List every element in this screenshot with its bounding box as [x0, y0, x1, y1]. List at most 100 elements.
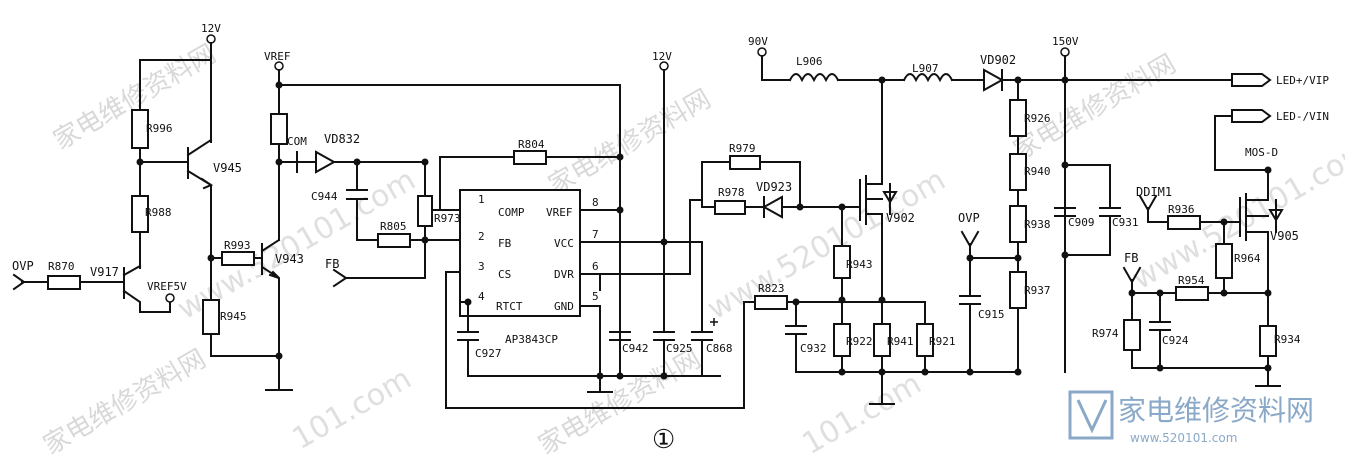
c932-label: C932 [800, 342, 827, 355]
watermark-text: 家电维修资料网 [1009, 49, 1182, 166]
c942-label: C942 [622, 342, 649, 355]
watermark-url: www.520101.com [1127, 132, 1345, 297]
site-logo: 家电维修资料网 www.520101.com [1068, 390, 1314, 445]
r804-label: R804 [518, 138, 545, 151]
ic-part-label: AP3843CP [505, 333, 558, 346]
r870-label: R870 [48, 260, 75, 273]
vref-comp-section: VREF COM VD832 C944 R805 R973 F [264, 50, 621, 341]
com-label: COM [287, 135, 307, 148]
r921-label: R921 [929, 335, 956, 348]
ic-pin1: COMP [498, 206, 525, 219]
ic-pin1-num: 1 [478, 193, 485, 206]
fb-right-label: FB [1124, 251, 1138, 265]
ic-pin2: FB [498, 237, 512, 250]
ic-pin4-num: 4 [478, 290, 485, 303]
fb-input-label: FB [325, 257, 339, 271]
v945-label: V945 [213, 161, 242, 175]
resistor-r804 [513, 150, 547, 165]
led-plus-connector [1231, 73, 1272, 87]
vd902-label: VD902 [980, 53, 1016, 67]
c927-label: C927 [475, 347, 502, 360]
ic-pin8: VREF [546, 206, 573, 219]
resistor-r973 [417, 195, 433, 227]
watermark-url: 101.com [797, 366, 928, 462]
r922-label: R922 [846, 335, 873, 348]
r996-label: R996 [146, 122, 173, 135]
r943-label: R943 [846, 258, 873, 271]
dimming-section: LED-/VIN MOS-D V905 DDIM1 R936 R964 FB [1092, 109, 1329, 387]
r823-label: R823 [758, 282, 785, 295]
vd923-label: VD923 [756, 180, 792, 194]
resistor-r978 [714, 200, 746, 215]
r964-label: R964 [1234, 252, 1261, 265]
r978-label: R978 [718, 186, 745, 199]
resistor-r936 [1167, 215, 1201, 230]
diode-vd923 [761, 195, 783, 219]
resistor-r870 [47, 275, 81, 290]
inductor-l907 [902, 73, 954, 83]
supply-150v-label: 150V [1052, 35, 1079, 48]
logo-url: www.520101.com [1130, 431, 1237, 445]
figure-number: ① [652, 425, 675, 455]
r934-label: R934 [1274, 333, 1301, 346]
ic-pin3: CS [498, 268, 511, 281]
resistor-r954 [1175, 286, 1209, 301]
watermark-url: 101.com [287, 361, 418, 457]
r941-label: R941 [887, 335, 914, 348]
resistor-r945 [202, 299, 220, 335]
v905-label: V905 [1270, 229, 1299, 243]
ic-body [459, 189, 581, 317]
r993-label: R993 [224, 239, 251, 252]
r805-label: R805 [380, 220, 407, 233]
inductor-l906 [788, 73, 840, 83]
r938-label: R938 [1024, 218, 1051, 231]
supply-12v-mid-label: 12V [652, 50, 672, 63]
v917-label: V917 [90, 265, 119, 279]
driver-section: R979 R978 VD923 V902 R943 R823 [701, 79, 1021, 405]
r945-label: R945 [220, 310, 247, 323]
r973-label: R973 [434, 212, 461, 225]
power-stage: 90V L906 L907 VD902 150V LED+/VIP R926 R… [748, 35, 1329, 376]
ic-pin4: RTCT [496, 300, 523, 313]
led-minus-connector [1231, 109, 1272, 123]
supply-12v-left-label: 12V [201, 22, 221, 35]
ic-pin5: GND [554, 300, 574, 313]
resistor-r823 [754, 295, 788, 310]
c924-label: C924 [1162, 334, 1189, 347]
logo-text: 家电维修资料网 [1118, 394, 1314, 427]
r974-label: R974 [1092, 327, 1119, 340]
watermark-text: 家电维修资料网 [544, 84, 717, 201]
r936-label: R936 [1168, 203, 1195, 216]
v902-label: V902 [886, 211, 915, 225]
supply-terminal [206, 34, 216, 44]
l906-label: L906 [796, 55, 823, 68]
resistor-r974 [1123, 319, 1141, 351]
c931-label: C931 [1112, 216, 1139, 229]
ic-pin5-num: 5 [592, 290, 599, 303]
r940-label: R940 [1024, 165, 1051, 178]
resistor-r979 [729, 155, 761, 170]
left-transistor-section: 12V R996 V945 R988 OVP R870 V917 VREF5V [12, 22, 304, 391]
resistor-vref [270, 113, 288, 145]
c944-label: C944 [311, 190, 338, 203]
r926-label: R926 [1024, 112, 1051, 125]
resistor-r993 [221, 251, 255, 266]
ddim1-label: DDIM1 [1136, 185, 1172, 199]
c915-label: C915 [978, 308, 1005, 321]
vd832-label: VD832 [324, 132, 360, 146]
resistor-r964 [1215, 243, 1233, 279]
led-minus-label: LED-/VIN [1276, 110, 1329, 123]
v943-label: V943 [275, 252, 304, 266]
r937-label: R937 [1024, 284, 1051, 297]
c925-label: C925 [666, 342, 693, 355]
r988-label: R988 [145, 206, 172, 219]
ovp-mid-label: OVP [958, 211, 980, 225]
ic-pin2-num: 2 [478, 230, 485, 243]
watermark-text: 家电维修资料网 [39, 344, 212, 461]
resistor-r805 [377, 233, 411, 248]
ic-pin6: DVR [554, 268, 574, 281]
ic-pin3-num: 3 [478, 260, 485, 273]
supply-90v-label: 90V [748, 35, 768, 48]
l907-label: L907 [912, 62, 939, 75]
